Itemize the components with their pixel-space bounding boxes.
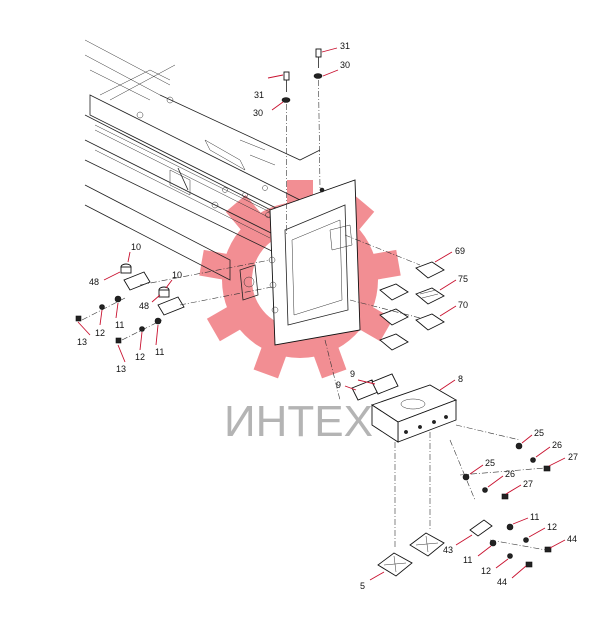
washer-12-lower-right xyxy=(507,553,513,559)
bracket-10-upper xyxy=(120,263,151,291)
label-30: 30 xyxy=(340,60,350,70)
label-13: 13 xyxy=(77,337,87,347)
nut-11-right xyxy=(506,523,514,531)
center-line xyxy=(318,79,321,189)
nut-11-lower-right xyxy=(489,539,497,547)
nut-11-lower xyxy=(154,317,162,325)
label-5: 5 xyxy=(360,581,365,591)
label-12: 12 xyxy=(547,522,557,532)
spacer-plate-9 xyxy=(351,373,399,401)
center-line xyxy=(349,299,421,319)
washer-30-left xyxy=(281,97,291,103)
pad-75 xyxy=(415,287,445,305)
main-bracket-8 xyxy=(370,384,458,443)
mounting-plate xyxy=(239,179,361,346)
label-26: 26 xyxy=(505,469,515,479)
label-9: 9 xyxy=(336,380,341,390)
washer-12-right xyxy=(523,537,529,543)
pad-70 xyxy=(379,308,445,351)
label-44: 44 xyxy=(497,577,507,587)
bolt-27-lower xyxy=(501,493,509,500)
label-70: 70 xyxy=(458,300,468,310)
bolt-44-right xyxy=(544,546,552,553)
label-11: 11 xyxy=(463,555,472,565)
clamp-43 xyxy=(469,519,493,537)
label-48: 48 xyxy=(89,277,99,287)
watermark-text: ИНТЕХ xyxy=(224,397,373,446)
label-12: 12 xyxy=(135,352,145,362)
center-line xyxy=(179,286,273,306)
label-12: 12 xyxy=(481,566,491,576)
label-27: 27 xyxy=(568,452,578,462)
label-26: 26 xyxy=(552,440,562,450)
callout-leaders xyxy=(77,47,566,581)
label-12: 12 xyxy=(95,328,105,338)
bolt-31-right xyxy=(315,48,322,68)
label-25: 25 xyxy=(485,458,495,468)
center-line xyxy=(449,439,476,501)
label-25: 25 xyxy=(534,428,544,438)
washer-30-right xyxy=(313,73,323,79)
label-10: 10 xyxy=(131,242,141,252)
bolt-27-upper xyxy=(543,465,551,472)
label-13: 13 xyxy=(116,364,126,374)
center-line xyxy=(139,259,271,286)
center-line xyxy=(324,339,341,401)
label-75: 75 xyxy=(458,274,468,284)
label-48: 48 xyxy=(139,301,149,311)
label-44: 44 xyxy=(567,534,577,544)
washer-25-lower xyxy=(462,473,470,481)
bolt-44-lower-right xyxy=(525,561,533,568)
center-line xyxy=(489,539,547,551)
foot-5 xyxy=(377,532,445,577)
washer-26-lower xyxy=(482,487,488,493)
callout-labels: 31 30 31 30 10 48 13 12 11 10 48 13 12 1… xyxy=(77,41,578,591)
washer-26-upper xyxy=(530,457,536,463)
pad-69 xyxy=(379,261,445,301)
bracket-10-lower xyxy=(157,286,185,316)
label-69: 69 xyxy=(455,246,465,256)
label-31: 31 xyxy=(340,41,350,51)
washer-25-upper xyxy=(515,442,523,450)
center-line xyxy=(455,424,521,441)
label-11: 11 xyxy=(530,512,539,522)
bolt-13-upper xyxy=(75,315,82,322)
bolt-13-lower xyxy=(115,337,122,344)
center-line xyxy=(459,467,546,476)
label-11: 11 xyxy=(115,320,124,330)
label-30: 30 xyxy=(253,108,263,118)
label-8: 8 xyxy=(458,374,463,384)
label-9: 9 xyxy=(350,369,355,379)
label-10: 10 xyxy=(172,270,182,280)
nut-11-upper xyxy=(114,295,122,303)
label-31: 31 xyxy=(254,90,264,100)
washer-12-upper xyxy=(99,304,105,310)
washer-12-lower xyxy=(139,326,145,332)
label-27: 27 xyxy=(523,479,533,489)
label-11: 11 xyxy=(155,347,164,357)
label-43: 43 xyxy=(443,545,453,555)
bolt-31-left xyxy=(283,71,290,92)
center-line xyxy=(344,234,421,266)
